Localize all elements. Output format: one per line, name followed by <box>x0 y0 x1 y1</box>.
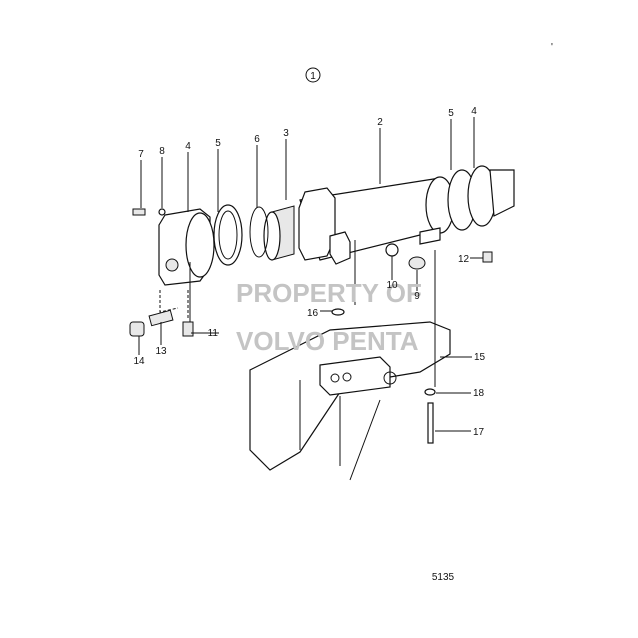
end-cover-left <box>158 208 215 286</box>
callout-3: 3 <box>283 128 289 139</box>
callout-17: 17 <box>473 427 485 438</box>
washer-8 <box>158 208 166 216</box>
nipple-13 <box>148 309 174 327</box>
edge-mark: ' <box>551 42 553 53</box>
heat-exchanger-tube <box>298 176 455 265</box>
callout-10: 10 <box>386 280 398 291</box>
callout-4-right: 4 <box>471 106 477 117</box>
tube-insert <box>263 205 295 261</box>
callout-12: 12 <box>458 254 470 265</box>
leader-lines <box>138 117 483 432</box>
figure-number: 1 <box>305 67 321 83</box>
callout-7: 7 <box>138 149 144 160</box>
callout-4-left: 4 <box>185 141 191 152</box>
callout-16: 16 <box>307 308 319 319</box>
callout-9: 9 <box>414 291 420 302</box>
callout-6: 6 <box>254 134 260 145</box>
drain-plug-12 <box>482 251 493 263</box>
callout-5-right: 5 <box>448 108 454 119</box>
washer-18 <box>424 388 436 396</box>
watermark: PROPERTY OF VOLVO PENTA <box>236 278 422 356</box>
callout-15: 15 <box>474 352 486 363</box>
sensor-11 <box>182 321 194 337</box>
callout-labels: 7 8 4 5 6 3 2 5 4 12 10 9 16 11 13 14 15… <box>133 106 485 438</box>
washer-10 <box>385 243 399 257</box>
mounting-bracket-15 <box>249 321 451 481</box>
svg-text:PROPERTY OF: PROPERTY OF <box>236 278 422 308</box>
callout-5-left: 5 <box>215 138 221 149</box>
o-ring-16 <box>331 308 345 316</box>
cap-14 <box>129 321 145 337</box>
plug-9 <box>408 256 426 270</box>
svg-text:VOLVO PENTA: VOLVO PENTA <box>236 326 419 356</box>
callout-11: 11 <box>208 328 219 339</box>
callout-14: 14 <box>133 356 145 367</box>
end-cover-right <box>447 165 515 231</box>
callout-8: 8 <box>159 146 165 157</box>
o-ring-6 <box>249 206 269 258</box>
callout-13: 13 <box>155 346 167 357</box>
svg-text:1: 1 <box>310 71 316 82</box>
screw-7 <box>132 208 146 216</box>
gasket-left <box>213 204 243 266</box>
callout-2: 2 <box>377 117 383 128</box>
drawing-number: 5135 <box>432 572 455 583</box>
callout-18: 18 <box>473 388 485 399</box>
bolt-17 <box>427 402 434 444</box>
